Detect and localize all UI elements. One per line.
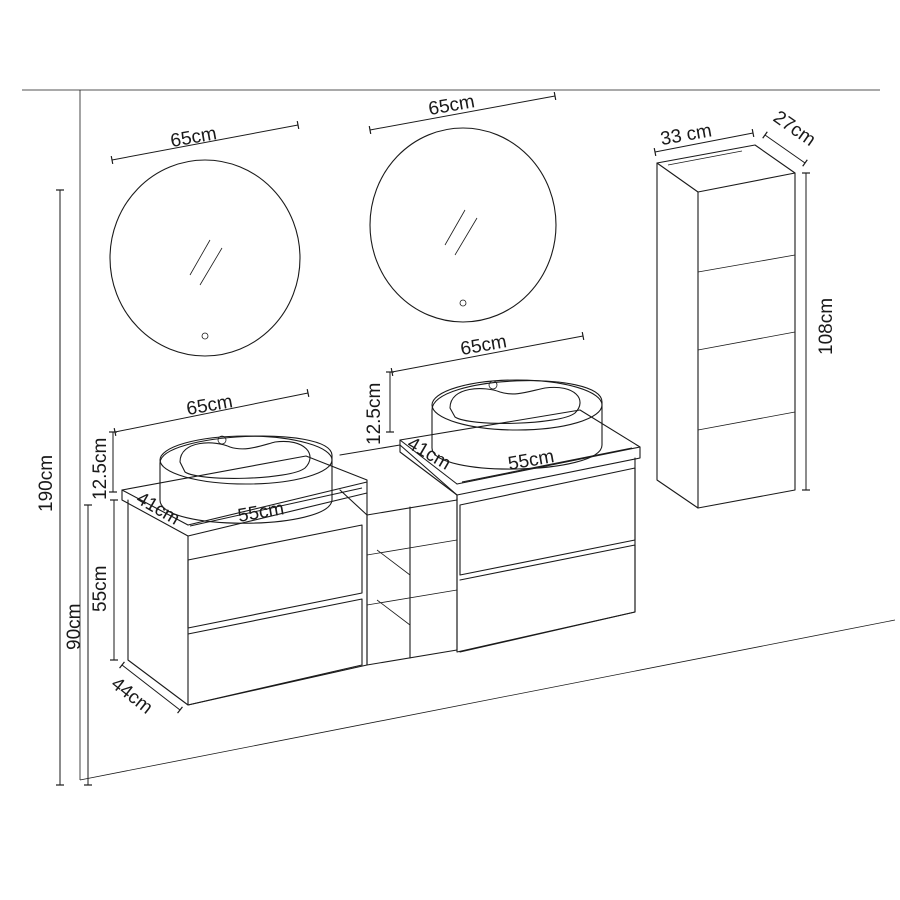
dimension-labels: 65cm 65cm 65cm 65cm 12.5cm 12.5cm 41cm 5… — [36, 91, 837, 718]
drawer-right-upper — [459, 467, 636, 576]
label-total-height: 190cm — [36, 455, 57, 512]
column-front — [697, 172, 796, 509]
basin-right-tap-hole — [488, 380, 498, 390]
mirror-right-glare — [444, 209, 466, 246]
counter-right-edge — [456, 446, 641, 485]
basin-right-outer — [431, 380, 603, 470]
dim-column-width — [653, 128, 755, 157]
drawer-left-lower — [187, 598, 363, 706]
drawer-right-lower — [459, 544, 636, 653]
label-column-depth: 27cm — [769, 107, 819, 151]
mirror-right-glare — [454, 217, 478, 256]
label-basin-right-height: 12.5cm — [364, 383, 385, 445]
mirror-left-outline — [109, 159, 301, 357]
label-counter-right-depth: 41cm — [404, 433, 455, 474]
label-counter-right-width: 55cm — [506, 446, 555, 475]
dim-basin-right — [390, 331, 585, 377]
label-mirror-right-width: 65cm — [427, 91, 476, 120]
open-shelf — [339, 444, 458, 666]
drawer-left-upper — [187, 524, 363, 629]
column-top — [656, 144, 796, 193]
dim-cabinet-depth — [119, 661, 183, 714]
label-basin-left-width: 65cm — [185, 391, 234, 420]
label-mirror-left-width: 65cm — [169, 123, 218, 152]
counter-right-top — [399, 409, 641, 496]
basin-left-bowl — [179, 440, 311, 479]
mirror-right — [369, 127, 557, 323]
shelf-board-depth — [376, 549, 411, 576]
mirror-left — [109, 159, 301, 357]
column-door-split — [697, 411, 796, 431]
counter-left-edge — [121, 489, 189, 526]
dim-basin-left — [113, 388, 310, 437]
column-door-split — [697, 254, 796, 273]
dim-mirror-left — [110, 120, 300, 165]
shelf-board — [366, 589, 458, 606]
mirror-left-switch-icon — [201, 332, 209, 340]
label-cabinet-height: 55cm — [90, 566, 111, 612]
label-counter-left-width: 55cm — [236, 498, 285, 527]
label-column-width: 33 cm — [659, 120, 714, 150]
vanity-right — [399, 409, 641, 653]
dim-mirror-right — [368, 91, 557, 135]
wall-floor — [22, 89, 896, 781]
mirror-right-switch-icon — [459, 299, 467, 307]
dim-column-depth — [762, 131, 808, 167]
basin-right-bowl — [449, 386, 581, 424]
mirror-left-glare — [199, 247, 223, 286]
counter-right-edge — [399, 439, 458, 485]
basin-right-rim — [431, 379, 603, 431]
shelf-board — [366, 539, 458, 556]
basin-left-outer — [159, 435, 333, 524]
dimension-lines — [56, 91, 810, 786]
basin-right — [431, 379, 603, 470]
dim-counter-right-width — [461, 447, 633, 483]
mirror-right-outline — [369, 127, 557, 323]
tall-column — [656, 144, 796, 509]
dim-counter-left-width — [189, 487, 363, 527]
floor-line — [79, 619, 896, 781]
label-column-height: 108cm — [816, 298, 837, 355]
label-basin-left-height: 12.5cm — [90, 438, 111, 500]
shelf-board-depth — [376, 599, 411, 626]
label-counter-left-depth: 41cm — [133, 488, 184, 529]
vanity-left — [121, 455, 368, 706]
label-basin-right-width: 65cm — [459, 331, 508, 360]
column-left-side — [656, 162, 699, 509]
counter-left-edge — [187, 481, 368, 526]
label-vanity-height: 90cm — [64, 604, 85, 650]
column-door-split — [697, 331, 796, 351]
basin-left-rim — [159, 435, 333, 485]
label-cabinet-depth: 44cm — [107, 673, 157, 718]
column-top-inner — [667, 150, 743, 166]
shelf-bottom — [366, 649, 458, 666]
mirror-left-glare — [189, 239, 211, 276]
